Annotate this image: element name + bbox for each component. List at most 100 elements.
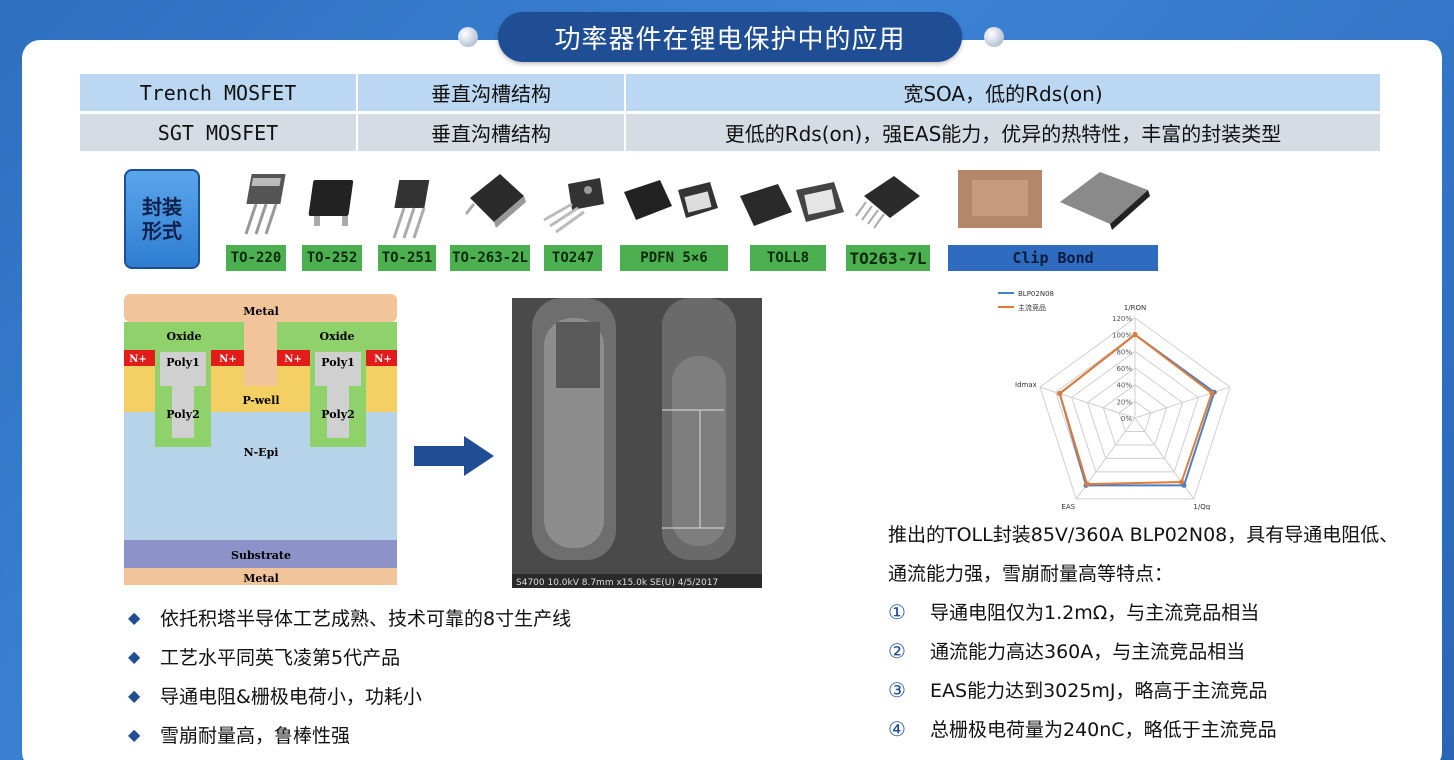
to263-2l-image xyxy=(464,174,526,228)
list-item: ◆ 依托积塔半导体工艺成熟、技术可靠的8寸生产线 xyxy=(128,598,571,637)
legend-label: 主流竞品 xyxy=(1018,303,1046,312)
radar-grid-ring xyxy=(1118,400,1152,432)
list-item: ③ EAS能力达到3025mJ，略高于主流竞品 xyxy=(888,670,1277,709)
sem-micrograph: S4700 10.0kV 8.7mm x15.0k SE(U) 4/5/2017 xyxy=(512,298,762,588)
feature-text: 通流能力高达360A，与主流竞品相当 xyxy=(930,641,1246,663)
page-title: 功率器件在锂电保护中的应用 xyxy=(498,12,962,62)
radar-point xyxy=(1084,481,1090,487)
feature-number: ③ xyxy=(888,677,906,702)
cell-structure: 垂直沟槽结构 xyxy=(358,114,626,151)
package-label-line2: 形式 xyxy=(142,219,182,243)
label-nplus-3: N+ xyxy=(284,354,302,365)
tag-pdfn: PDFN 5×6 xyxy=(620,245,728,271)
label-nplus-4: N+ xyxy=(374,354,392,365)
bullet-list: ◆ 依托积塔半导体工艺成熟、技术可靠的8寸生产线 ◆ 工艺水平同英飞凌第5代产品 ◆… xyxy=(128,598,571,754)
bullet-text: 工艺水平同英飞凌第5代产品 xyxy=(160,647,401,669)
label-nplus-1: N+ xyxy=(129,354,147,365)
list-item: ◆ 导通电阻&栅极电荷小，功耗小 xyxy=(128,676,571,715)
radar-spoke xyxy=(1039,386,1136,419)
radar-tick-label: 60% xyxy=(1116,365,1132,373)
feature-number: ① xyxy=(888,599,906,624)
radar-tick-label: 20% xyxy=(1116,398,1132,406)
radar-tick-label: 100% xyxy=(1112,332,1132,340)
feature-text: 总栅极电荷量为240nC，略低于主流竞品 xyxy=(930,719,1277,741)
label-pwell: P-well xyxy=(242,394,279,407)
mosfet-table: Trench MOSFET 垂直沟槽结构 宽SOA，低的Rds(on) SGT … xyxy=(80,74,1382,154)
diamond-icon: ◆ xyxy=(128,725,141,744)
list-item: ④ 总栅极电荷量为240nC，略低于主流竞品 xyxy=(888,709,1277,748)
radar-series-line xyxy=(1058,333,1214,486)
cell-type: Trench MOSFET xyxy=(80,74,358,111)
label-metal-bottom: Metal xyxy=(243,572,279,585)
diamond-icon: ◆ xyxy=(128,647,141,666)
label-nepi: N-Epi xyxy=(244,446,279,459)
package-label: 封装 形式 xyxy=(124,169,200,269)
radar-tick-label: 120% xyxy=(1112,315,1132,323)
cell-structure: 垂直沟槽结构 xyxy=(358,74,626,111)
radar-grid-ring xyxy=(1071,350,1199,473)
clip-bond-image xyxy=(958,170,1150,230)
label-metal-top: Metal xyxy=(243,305,279,318)
label-poly1-left: Poly1 xyxy=(166,356,200,369)
table-row: SGT MOSFET 垂直沟槽结构 更低的Rds(on)，强EAS能力，优异的热… xyxy=(80,114,1382,151)
list-item: ◆ 工艺水平同英飞凌第5代产品 xyxy=(128,637,571,676)
package-images xyxy=(244,170,1150,239)
radar-tick-label: 40% xyxy=(1116,382,1132,390)
list-item: ◆ 雪崩耐量高，鲁棒性强 xyxy=(128,715,571,754)
list-item: ① 导通电阻仅为1.2mΩ，与主流竞品相当 xyxy=(888,592,1277,631)
tag-to263-2l: TO-263-2L xyxy=(450,245,530,271)
diamond-icon: ◆ xyxy=(128,608,141,627)
radar-point xyxy=(1057,391,1063,397)
to247-image xyxy=(543,178,604,234)
cell-feature: 宽SOA，低的Rds(on) xyxy=(626,74,1382,111)
toll8-image xyxy=(740,182,844,226)
radar-tick-label: 0% xyxy=(1121,415,1132,423)
radar-series-line xyxy=(1058,333,1216,487)
radar-axis-label: 1/RON xyxy=(1124,304,1146,312)
package-label-line1: 封装 xyxy=(142,195,182,219)
tag-clip-bond: Clip Bond xyxy=(948,245,1158,271)
bullet-text: 导通电阻&栅极电荷小，功耗小 xyxy=(160,686,422,708)
to263-7l-image xyxy=(855,176,920,229)
sem-caption: S4700 10.0kV 8.7mm x15.0k SE(U) 4/5/2017 xyxy=(516,578,718,588)
feature-number: ④ xyxy=(888,716,906,741)
radar-chart: 120%100%80%60%40%20%0%1/RONBV1/QgEASIdma… xyxy=(998,290,1230,510)
radar-point xyxy=(1179,479,1185,485)
label-nplus-2: N+ xyxy=(219,354,237,365)
radar-grid-ring xyxy=(1039,317,1230,500)
label-substrate: Substrate xyxy=(231,549,291,562)
tag-to220: TO-220 xyxy=(226,245,286,271)
radar-axis-label: 1/Qg xyxy=(1193,503,1210,510)
to251-image xyxy=(392,180,430,239)
cell-feature: 更低的Rds(on)，强EAS能力，优异的热特性，丰富的封装类型 xyxy=(626,114,1382,151)
to252-image xyxy=(308,180,354,226)
right-arrow-icon xyxy=(414,436,494,476)
bullet-text: 依托积塔半导体工艺成熟、技术可靠的8寸生产线 xyxy=(160,608,572,630)
tag-toll8: TOLL8 xyxy=(750,245,826,271)
label-oxide-left: Oxide xyxy=(166,330,201,343)
feature-text: 导通电阻仅为1.2mΩ，与主流竞品相当 xyxy=(930,602,1260,624)
radar-point xyxy=(1132,332,1138,338)
sgt-cross-section: Metal Oxide Oxide N+ N+ N+ N+ Poly1 Poly… xyxy=(124,294,397,585)
label-poly1-right: Poly1 xyxy=(321,356,355,369)
tag-to252: TO-252 xyxy=(302,245,362,271)
table-row: Trench MOSFET 垂直沟槽结构 宽SOA，低的Rds(on) xyxy=(80,74,1382,111)
tag-to247: TO247 xyxy=(544,245,602,271)
title-dot-right xyxy=(984,27,1004,47)
to220-image xyxy=(244,174,286,235)
cell-type: SGT MOSFET xyxy=(80,114,358,151)
radar-tick-label: 80% xyxy=(1116,348,1132,356)
label-oxide-right: Oxide xyxy=(319,330,354,343)
bullet-text: 雪崩耐量高，鲁棒性强 xyxy=(160,725,351,747)
product-description: 推出的TOLL封装85V/360A BLP02N08，具有导通电阻低、通流能力强… xyxy=(888,524,1399,585)
feature-text: EAS能力达到3025mJ，略高于主流竞品 xyxy=(930,680,1268,702)
legend-label: BLP02N08 xyxy=(1018,290,1054,298)
tag-to263-7l: TO263-7L xyxy=(846,245,930,271)
tag-to251: TO-251 xyxy=(378,245,436,271)
diamond-icon: ◆ xyxy=(128,686,141,705)
title-dot-left xyxy=(458,27,478,47)
radar-axis-label: Idmax xyxy=(1015,381,1037,389)
label-poly2-left: Poly2 xyxy=(166,408,200,421)
